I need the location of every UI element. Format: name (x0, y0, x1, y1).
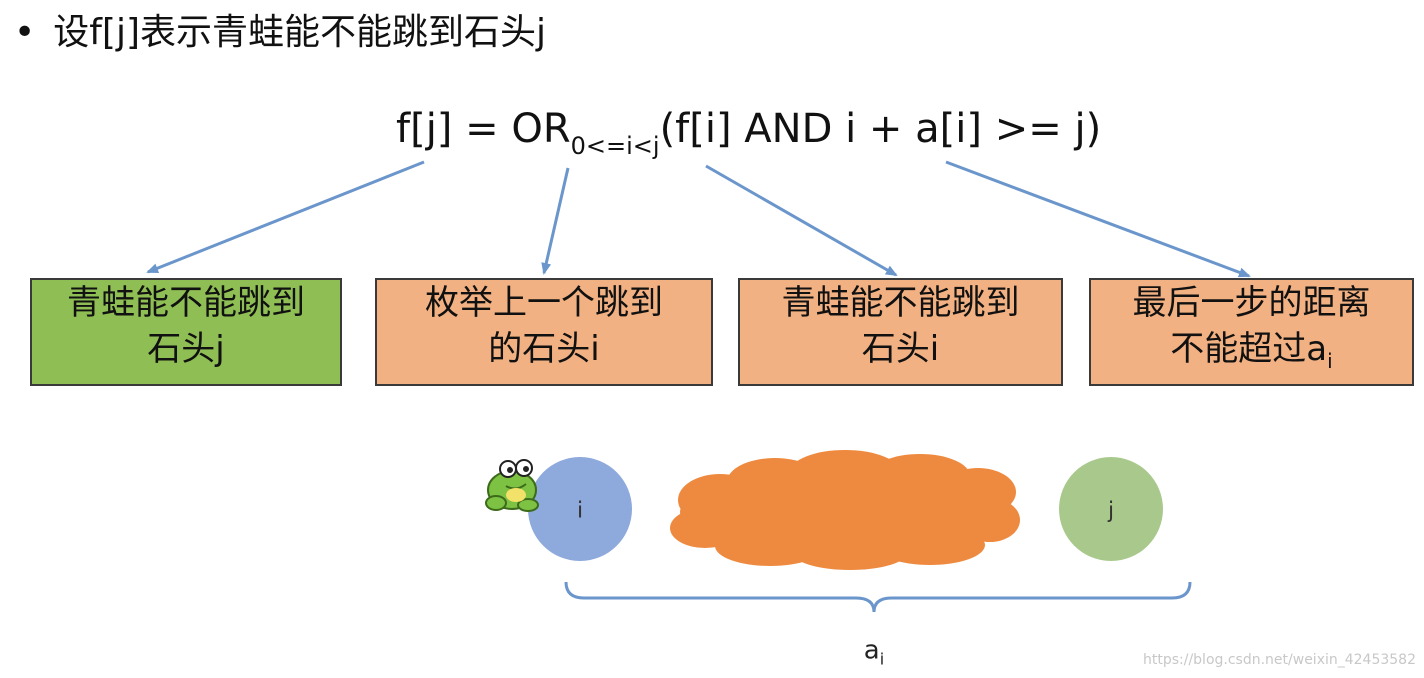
box-3-line-2: 石头i (862, 326, 939, 384)
brace-label: ai (864, 636, 884, 669)
arrow-to-box-2 (544, 168, 568, 273)
box-last-step-distance: 最后一步的距离 不能超过ai (1089, 278, 1414, 386)
arrow-to-box-3 (706, 166, 896, 275)
arrow-to-box-4 (946, 162, 1249, 276)
node-i-label: i (577, 499, 583, 524)
box-1-line-2: 石头j (147, 326, 224, 384)
box-4-line-1: 最后一步的距离 (1133, 280, 1371, 326)
box-green-stone-j: 青蛙能不能跳到 石头j (30, 278, 342, 386)
box-2-line-2: 的石头i (488, 326, 599, 384)
arrow-to-box-1 (148, 162, 424, 272)
curly-brace (566, 582, 1190, 612)
box-reach-stone-i: 青蛙能不能跳到 石头i (738, 278, 1063, 386)
box-enumerate-last-stone: 枚举上一个跳到 的石头i (375, 278, 713, 386)
cloud-shape (670, 450, 1020, 570)
watermark-text: https://blog.csdn.net/weixin_42453582 (1143, 652, 1416, 668)
node-j-label: j (1108, 499, 1114, 524)
box-2-line-1: 枚举上一个跳到 (425, 280, 663, 326)
frog-icon (486, 460, 538, 511)
box-3-line-1: 青蛙能不能跳到 (782, 280, 1020, 326)
box-4-line-2: 不能超过ai (1170, 326, 1332, 384)
box-1-line-1: 青蛙能不能跳到 (67, 280, 305, 326)
